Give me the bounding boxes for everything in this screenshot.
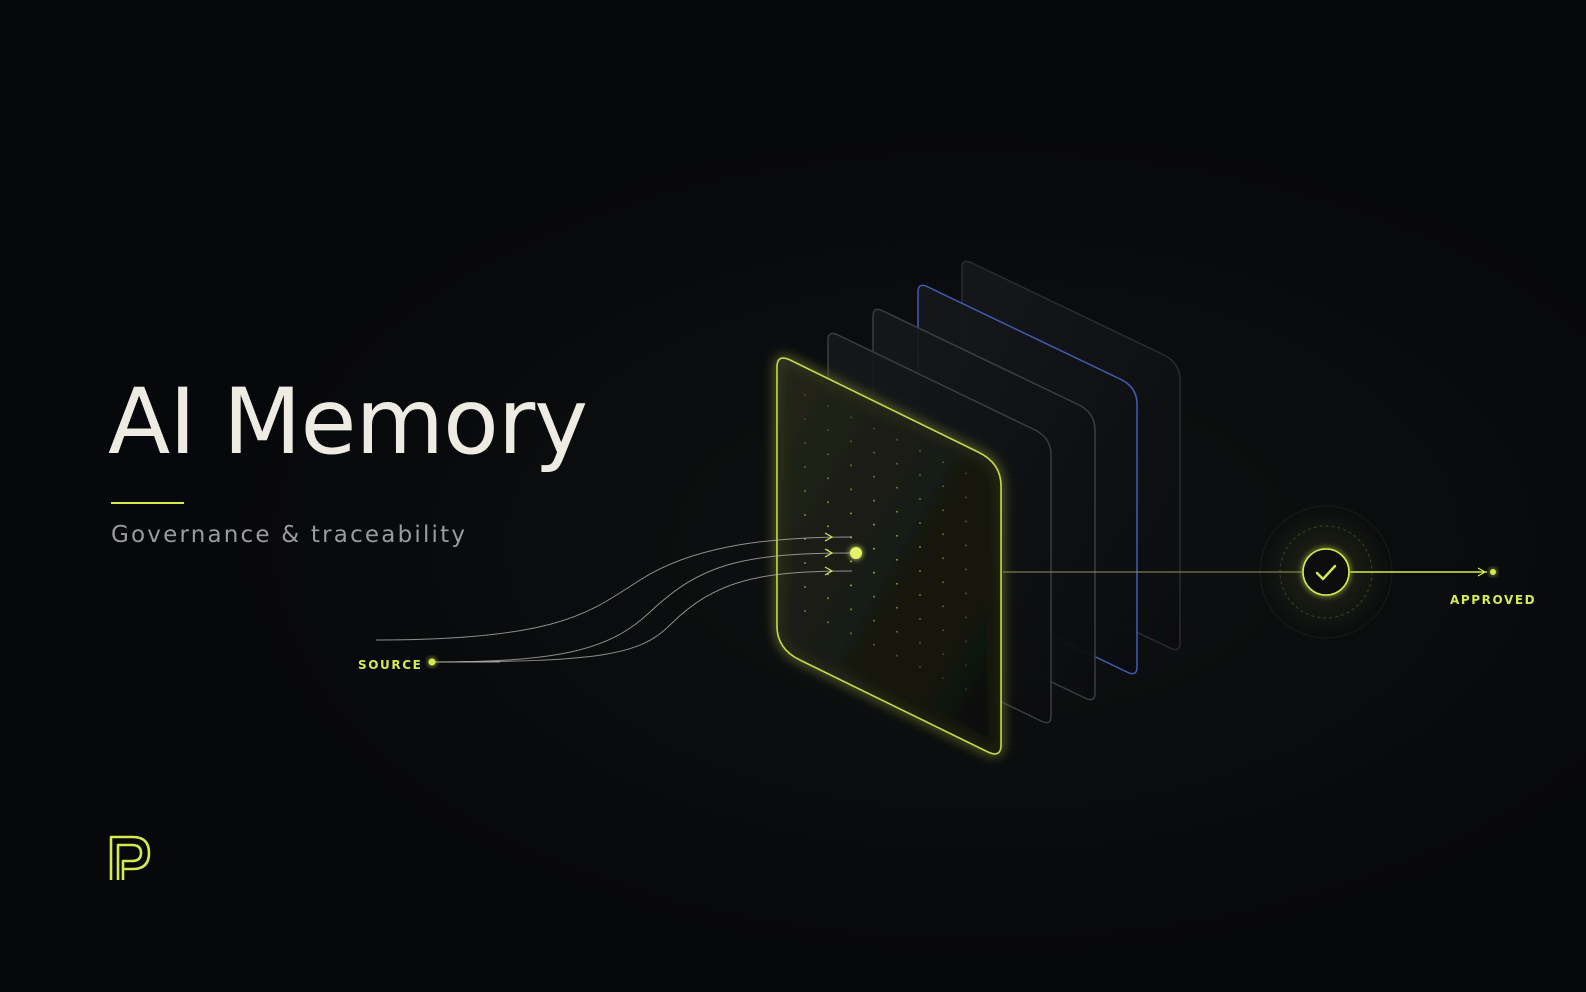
grid-dot bbox=[965, 496, 967, 499]
grid-dot bbox=[919, 618, 921, 620]
grid-dot bbox=[965, 568, 967, 571]
grid-dot bbox=[896, 582, 898, 585]
grid-dot bbox=[804, 490, 806, 492]
grid-dot bbox=[942, 605, 944, 608]
grid-dot bbox=[896, 558, 898, 561]
grid-dot bbox=[827, 453, 829, 456]
grid-dot bbox=[873, 643, 875, 646]
grid-dot bbox=[827, 597, 829, 600]
grid-dot bbox=[873, 619, 875, 622]
checkmark-icon bbox=[1315, 564, 1337, 581]
grid-dot bbox=[919, 642, 921, 644]
grid-dot bbox=[896, 510, 898, 513]
grid-dot bbox=[804, 466, 806, 468]
grid-dot bbox=[827, 525, 829, 528]
grid-dot bbox=[873, 427, 875, 430]
approved-label: APPROVED bbox=[1450, 593, 1537, 607]
grid-dot bbox=[827, 501, 829, 504]
grid-dot bbox=[965, 640, 967, 643]
grid-dot bbox=[965, 664, 967, 667]
grid-dot bbox=[896, 654, 898, 657]
grid-dot bbox=[965, 520, 967, 523]
grid-dot bbox=[896, 486, 898, 489]
grid-dot bbox=[942, 485, 944, 488]
grid-dot bbox=[919, 594, 921, 596]
grid-dot bbox=[873, 595, 875, 598]
grid-dot bbox=[850, 560, 852, 563]
grid-dot bbox=[919, 666, 921, 668]
grid-dot bbox=[942, 581, 944, 584]
grid-dot bbox=[873, 547, 875, 550]
grid-dot bbox=[850, 584, 852, 587]
page-title: AI Memory bbox=[108, 370, 588, 475]
grid-dot bbox=[896, 438, 898, 441]
grid-dot bbox=[942, 533, 944, 536]
source-arrowheads bbox=[824, 532, 834, 576]
grid-dot bbox=[942, 677, 944, 680]
layer-dot-grid bbox=[804, 394, 967, 691]
grid-dot bbox=[850, 416, 852, 419]
grid-dot bbox=[942, 557, 944, 560]
grid-dot bbox=[850, 632, 852, 635]
grid-dot bbox=[919, 522, 921, 524]
approval-check bbox=[1259, 505, 1393, 639]
title-divider bbox=[111, 502, 184, 504]
grid-dot bbox=[965, 592, 967, 595]
layer-focus-node bbox=[850, 547, 862, 559]
grid-dot bbox=[919, 570, 921, 572]
grid-dot bbox=[827, 405, 829, 408]
grid-dot bbox=[896, 630, 898, 633]
grid-dot bbox=[965, 544, 967, 547]
grid-dot bbox=[919, 546, 921, 548]
grid-dot bbox=[896, 606, 898, 609]
grid-dot bbox=[804, 610, 806, 612]
grid-dot bbox=[804, 418, 806, 420]
grid-dot bbox=[804, 442, 806, 444]
grid-dot bbox=[942, 509, 944, 512]
grid-dot bbox=[942, 653, 944, 656]
grid-dot bbox=[804, 514, 806, 516]
grid-dot bbox=[873, 451, 875, 454]
grid-dot bbox=[919, 474, 921, 476]
grid-dot bbox=[850, 440, 852, 443]
grid-dot bbox=[804, 586, 806, 588]
memory-layer-front bbox=[776, 357, 1002, 755]
grid-dot bbox=[873, 475, 875, 478]
grid-dot bbox=[827, 621, 829, 624]
grid-dot bbox=[827, 477, 829, 480]
grid-dot bbox=[850, 464, 852, 467]
grid-dot bbox=[896, 462, 898, 465]
page-subtitle: Governance & traceability bbox=[111, 522, 468, 548]
grid-dot bbox=[850, 488, 852, 491]
grid-dot bbox=[873, 523, 875, 526]
grid-dot bbox=[919, 498, 921, 500]
grid-dot bbox=[850, 512, 852, 515]
grid-dot bbox=[919, 450, 921, 452]
grid-dot bbox=[965, 472, 967, 475]
grid-dot bbox=[827, 429, 829, 432]
grid-dot bbox=[896, 534, 898, 537]
grid-dot bbox=[942, 629, 944, 632]
source-connection-lines bbox=[375, 536, 853, 663]
brand-logo-icon bbox=[109, 835, 151, 880]
grid-dot bbox=[873, 571, 875, 574]
grid-dot bbox=[942, 461, 944, 464]
grid-dot bbox=[804, 394, 806, 396]
source-label: SOURCE bbox=[358, 658, 423, 672]
source-node bbox=[428, 658, 436, 666]
grid-dot bbox=[965, 688, 967, 691]
grid-dot bbox=[965, 616, 967, 619]
grid-dot bbox=[804, 562, 806, 564]
grid-dot bbox=[850, 608, 852, 611]
grid-dot bbox=[873, 499, 875, 502]
